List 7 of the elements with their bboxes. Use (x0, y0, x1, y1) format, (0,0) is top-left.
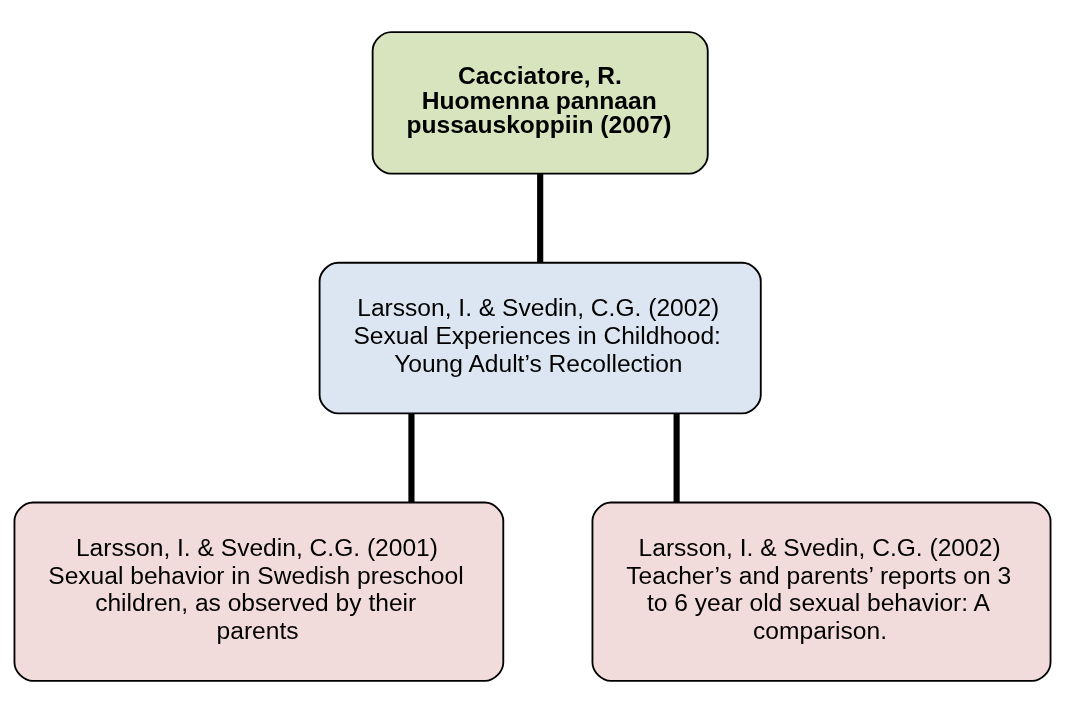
node-box: Larsson, I. & Svedin, C.G. (2002) Teacher’s and parents’ reports on 3 to 6 year old sexual behavior: A comparison. (591, 501, 1052, 682)
node-box: Larsson, I. & Svedin, C.G. (2002) Sexual Experiences in Childhood: Young Adult’s Recollection (318, 261, 762, 415)
node-box: Larsson, I. & Svedin, C.G. (2001) Sexual behavior in Swedish preschool children, as observed by their parents (13, 501, 505, 682)
node-box: Cacciatore, R. Huomenna pannaan pussauskoppiin (2007) (371, 31, 709, 175)
connector (408, 413, 415, 503)
connector (537, 174, 544, 263)
connector (673, 413, 680, 503)
